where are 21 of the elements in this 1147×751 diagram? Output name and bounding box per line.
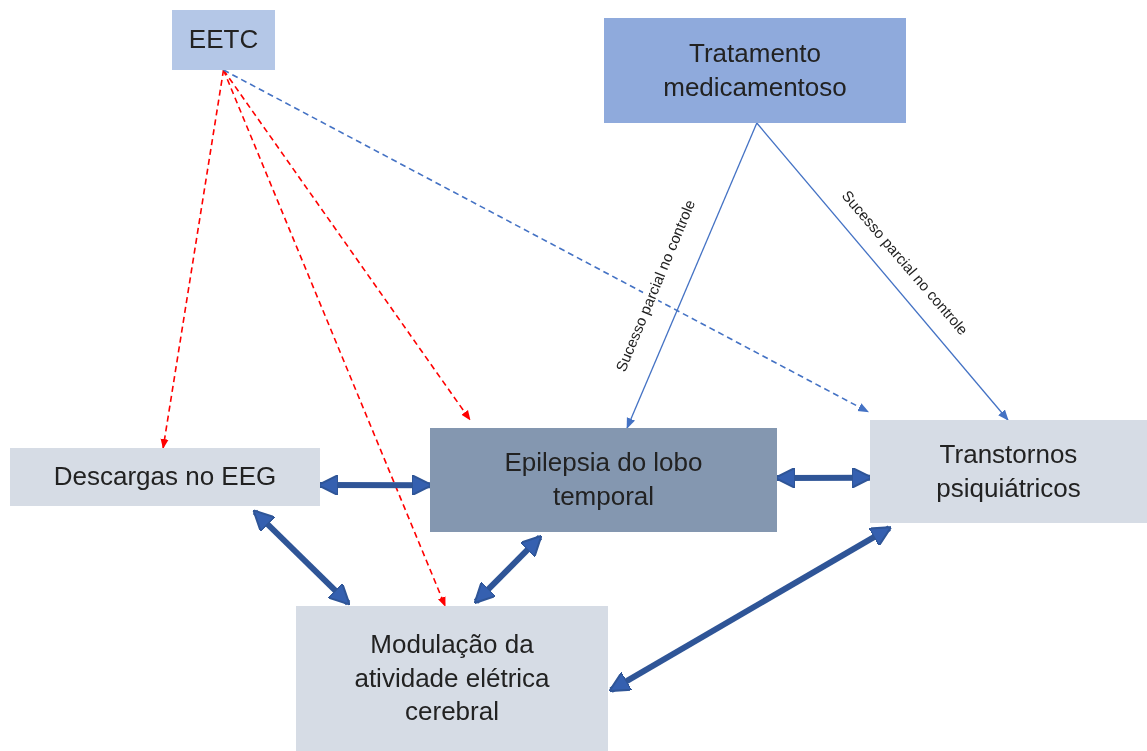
node-label: Transtornos psiquiátricos — [935, 437, 1082, 505]
process-box — [172, 10, 275, 70]
arrow — [756, 122, 1009, 421]
arrow — [626, 122, 758, 429]
double-arrow — [608, 525, 893, 693]
double-arrow — [252, 509, 351, 606]
arrow — [160, 69, 225, 449]
node-label: Tratamento medicamentoso — [662, 36, 848, 104]
process-box — [10, 448, 320, 506]
node-label: Modulação da atividade elétrica cerebral — [353, 627, 551, 729]
process-box — [870, 420, 1147, 523]
arrow — [222, 69, 471, 421]
double-arrow — [473, 534, 543, 605]
arrow — [222, 69, 870, 413]
process-box — [430, 428, 777, 532]
arrow — [222, 69, 446, 607]
node-label: EETC — [188, 23, 259, 57]
process-box — [604, 18, 906, 123]
node-label: Epilepsia do lobo temporal — [503, 446, 704, 513]
process-box — [296, 606, 608, 751]
node-label: Descargas no EEG — [53, 460, 277, 494]
